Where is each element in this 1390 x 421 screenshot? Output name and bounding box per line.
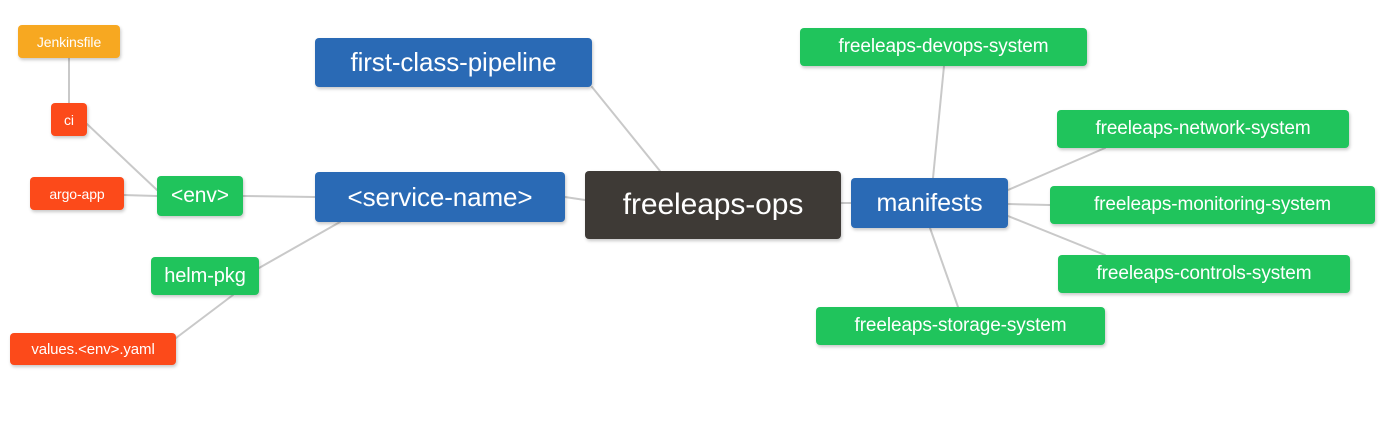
edge-pipeline-to-freeleaps-ops (591, 86, 661, 172)
edge-manifests-to-storage (929, 227, 959, 308)
node-argo-app[interactable]: argo-app (30, 177, 124, 210)
edge-argo-app-to-env (123, 194, 158, 197)
node-storage[interactable]: freeleaps-storage-system (816, 307, 1105, 345)
edge-env-to-service-name (242, 195, 316, 198)
node-values-yaml[interactable]: values.<env>.yaml (10, 333, 176, 365)
node-monitoring[interactable]: freeleaps-monitoring-system (1050, 186, 1375, 224)
node-pipeline[interactable]: first-class-pipeline (315, 38, 592, 87)
edge-values-yaml-to-helm-pkg (175, 294, 234, 339)
node-env[interactable]: <env> (157, 176, 243, 216)
node-helm-pkg[interactable]: helm-pkg (151, 257, 259, 295)
node-freeleaps-ops[interactable]: freeleaps-ops (585, 171, 841, 239)
node-controls[interactable]: freeleaps-controls-system (1058, 255, 1350, 293)
edge-manifests-to-monitoring (1007, 203, 1051, 206)
node-service-name[interactable]: <service-name> (315, 172, 565, 222)
node-ci[interactable]: ci (51, 103, 87, 136)
edge-helm-pkg-to-service-name (258, 221, 341, 269)
edge-manifests-to-devops (932, 65, 945, 179)
node-network[interactable]: freeleaps-network-system (1057, 110, 1349, 148)
edge-service-name-to-freeleaps-ops (564, 196, 586, 201)
edge-manifests-to-network (1007, 147, 1106, 191)
node-manifests[interactable]: manifests (851, 178, 1008, 228)
node-devops[interactable]: freeleaps-devops-system (800, 28, 1087, 66)
node-jenkinsfile[interactable]: Jenkinsfile (18, 25, 120, 58)
